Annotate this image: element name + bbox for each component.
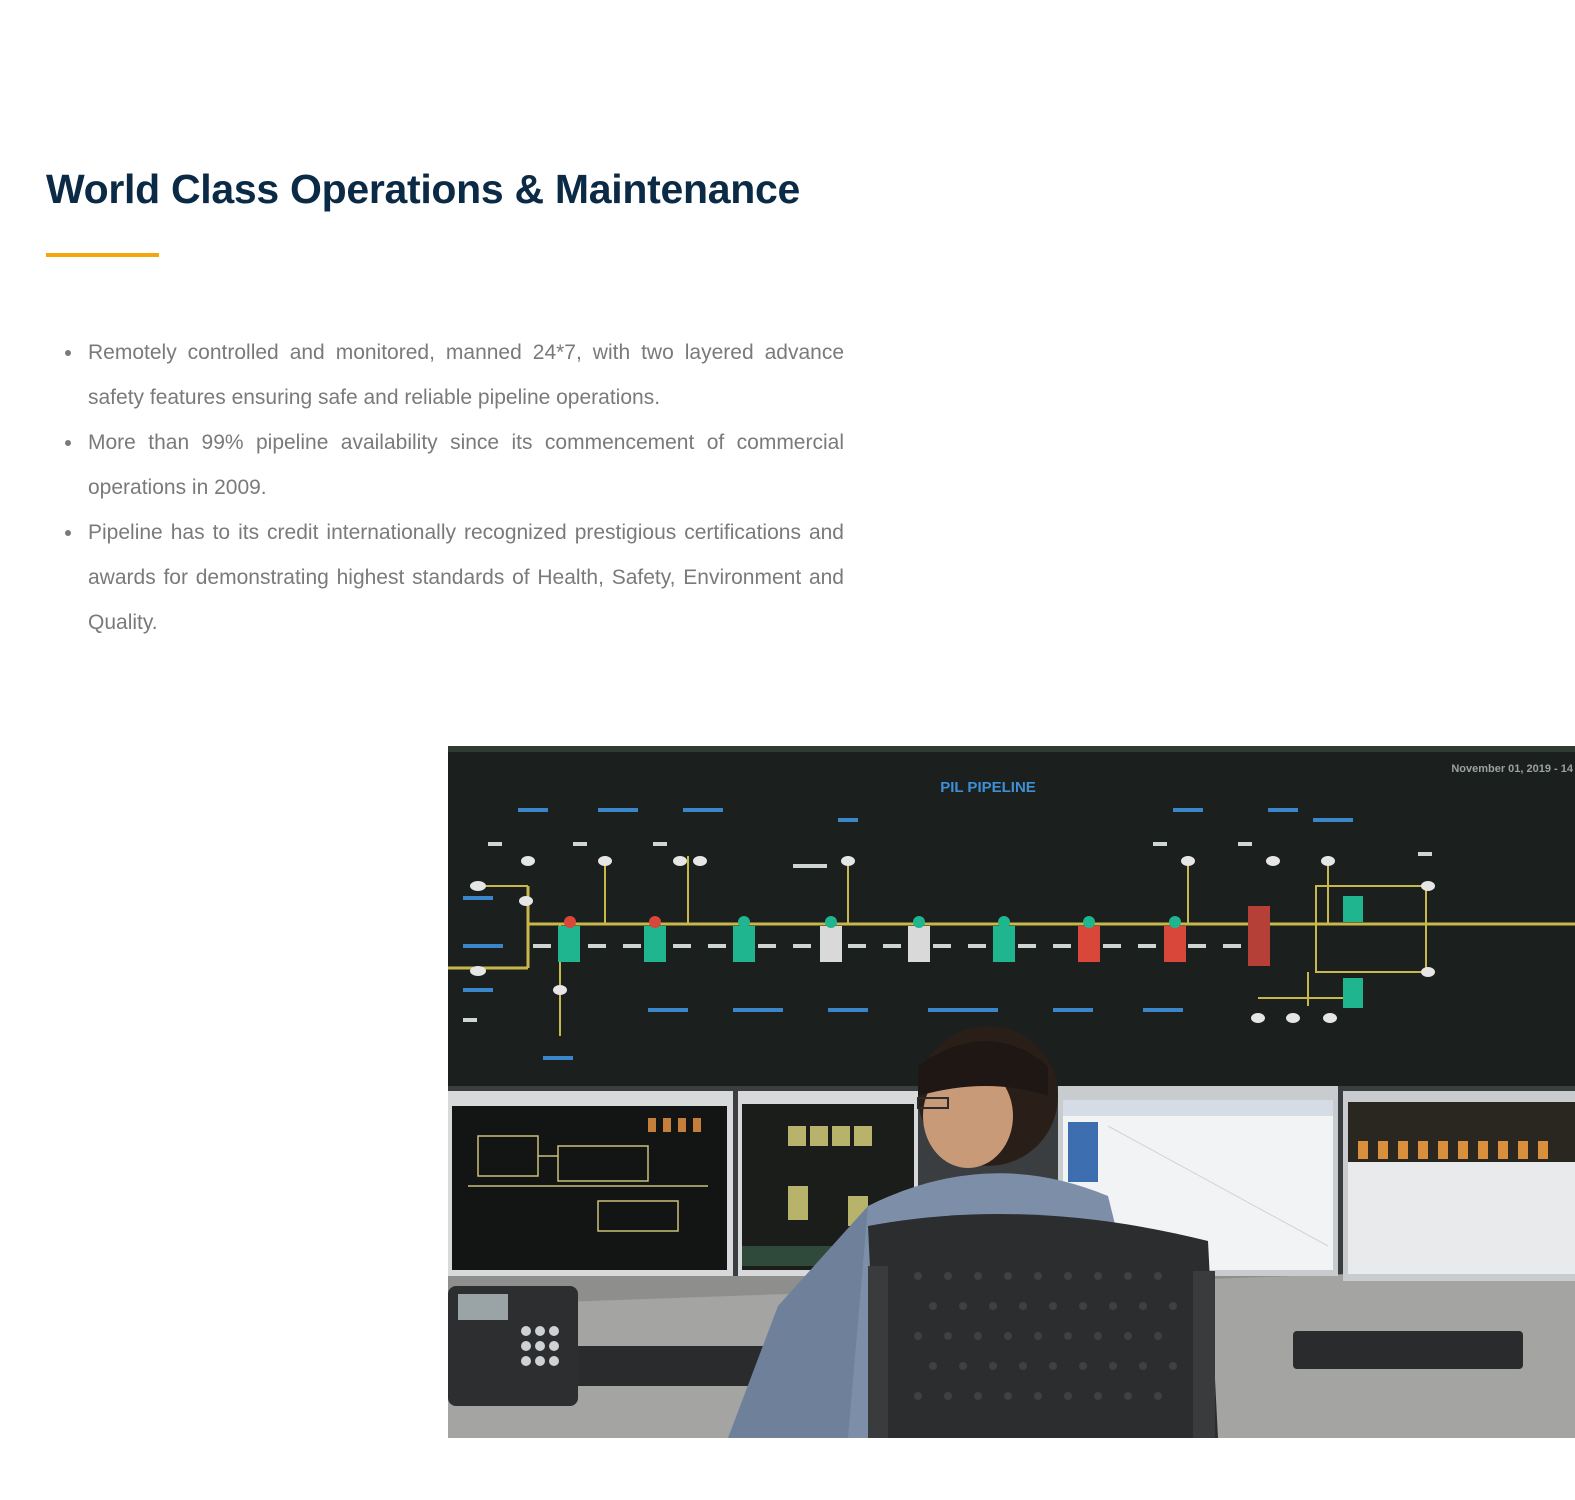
- list-item: Remotely controlled and monitored, manne…: [65, 330, 844, 420]
- bullet-icon: [65, 530, 71, 536]
- feature-list: Remotely controlled and monitored, manne…: [65, 330, 844, 645]
- title-underline: [46, 253, 159, 257]
- bullet-icon: [65, 350, 71, 356]
- screen-date: November 01, 2019 - 14: [1451, 763, 1574, 775]
- screen-title: PIL PIPELINE: [940, 779, 1036, 796]
- section-title: World Class Operations & Maintenance: [46, 166, 800, 212]
- list-item-text: Pipeline has to its credit international…: [88, 521, 844, 634]
- list-item: Pipeline has to its credit international…: [65, 510, 844, 645]
- list-item-text: Remotely controlled and monitored, manne…: [88, 341, 844, 409]
- list-item-text: More than 99% pipeline availability sinc…: [88, 431, 844, 499]
- list-item: More than 99% pipeline availability sinc…: [65, 420, 844, 510]
- control-room-photo: PIL PIPELINE November 01, 2019 - 14: [448, 746, 1575, 1438]
- bullet-icon: [65, 440, 71, 446]
